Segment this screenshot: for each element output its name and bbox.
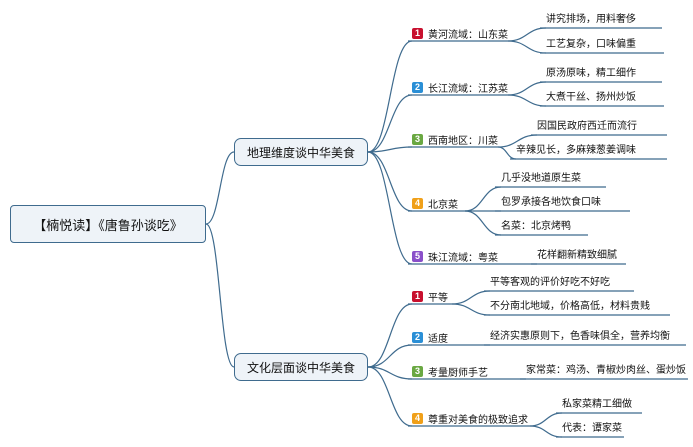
priority-1-icon: 1 xyxy=(412,290,423,302)
connector-line xyxy=(367,94,413,153)
leaf-beijing-2[interactable]: 包罗承接各地饮食口味 xyxy=(501,197,601,208)
topic-label: 珠江流域：粤菜 xyxy=(428,252,498,264)
branch-culture[interactable]: 文化层面谈中华美食 xyxy=(234,353,368,381)
priority-2-icon: 2 xyxy=(412,81,423,93)
priority-5-icon: 5 xyxy=(412,250,423,262)
topic-label: 西南地区：川菜 xyxy=(428,135,498,147)
topic-moderation[interactable]: 2 适度 xyxy=(412,329,448,345)
priority-3-icon: 3 xyxy=(412,133,423,145)
priority-3-icon: 3 xyxy=(412,365,423,377)
topic-label: 平等 xyxy=(428,292,448,304)
connector-line xyxy=(367,344,413,368)
root-node[interactable]: 【楠悦读】《唐鲁孙谈吃》 xyxy=(10,205,206,243)
connector-line xyxy=(367,303,413,368)
topic-label: 北京菜 xyxy=(428,199,458,211)
topic-label: 尊重对美食的极致追求 xyxy=(428,414,528,426)
connector-line xyxy=(367,151,413,212)
connector-line xyxy=(507,40,547,54)
topic-shandong[interactable]: 1 黄河流域：山东菜 xyxy=(412,25,508,41)
connector-line xyxy=(507,81,547,96)
connector-line xyxy=(205,151,235,225)
leaf-chef-skill-1[interactable]: 家常菜：鸡汤、青椒炒肉丝、蛋炒饭 xyxy=(526,365,686,376)
topic-label: 适度 xyxy=(428,333,448,345)
leaf-pursuit-1[interactable]: 私家菜精工细做 xyxy=(562,399,632,410)
connector-line xyxy=(367,146,413,153)
connector-line xyxy=(367,40,413,153)
connector-line xyxy=(507,27,547,42)
leaf-jiangsu-1[interactable]: 原汤原味，精工细作 xyxy=(546,68,636,79)
connector-line xyxy=(464,210,502,236)
connector-line xyxy=(367,366,413,380)
topic-label: 黄河流域：山东菜 xyxy=(428,29,508,41)
leaf-shandong-1[interactable]: 讲究排场，用料奢侈 xyxy=(546,14,636,25)
topic-label: 长江流域：江苏菜 xyxy=(428,83,508,95)
connector-line xyxy=(497,146,517,160)
connector-line xyxy=(205,223,235,368)
connector-line xyxy=(367,366,413,427)
leaf-equality-1[interactable]: 平等客观的评价好吃不好吃 xyxy=(490,277,610,288)
branch-geography[interactable]: 地理维度谈中华美食 xyxy=(234,138,368,166)
topic-jiangsu[interactable]: 2 长江流域：江苏菜 xyxy=(412,79,508,95)
topic-sichuan[interactable]: 3 西南地区：川菜 xyxy=(412,131,498,147)
connector-line xyxy=(529,412,563,427)
priority-4-icon: 4 xyxy=(412,197,423,209)
topic-chef-skill[interactable]: 3 考量厨师手艺 xyxy=(412,363,488,379)
connector-line xyxy=(529,425,563,438)
priority-4-icon: 4 xyxy=(412,412,423,424)
leaf-beijing-1[interactable]: 几乎没地道原生菜 xyxy=(501,173,581,184)
leaf-pursuit-2[interactable]: 代表：谭家菜 xyxy=(562,423,622,434)
connector-line xyxy=(451,303,491,316)
leaf-shandong-2[interactable]: 工艺复杂，口味偏重 xyxy=(546,39,636,50)
leaf-beijing-3[interactable]: 名菜：北京烤鸭 xyxy=(501,221,571,232)
priority-1-icon: 1 xyxy=(412,27,423,39)
topic-label: 考量厨师手艺 xyxy=(428,367,488,379)
connector-line xyxy=(367,151,413,265)
connector-line xyxy=(464,186,502,212)
leaf-jiangsu-2[interactable]: 大煮干丝、扬州炒饭 xyxy=(546,92,636,103)
leaf-equality-2[interactable]: 不分南北地域，价格高低，材料贵贱 xyxy=(490,301,650,312)
connector-line xyxy=(451,290,491,305)
leaf-sichuan-2[interactable]: 辛辣见长，多麻辣葱姜调味 xyxy=(516,145,636,156)
topic-equality[interactable]: 1 平等 xyxy=(412,288,448,304)
priority-2-icon: 2 xyxy=(412,331,423,343)
leaf-sichuan-1[interactable]: 因国民政府西迁而流行 xyxy=(537,121,637,132)
connector-line xyxy=(507,94,547,107)
topic-pursuit[interactable]: 4 尊重对美食的极致追求 xyxy=(412,410,528,426)
topic-beijing[interactable]: 4 北京菜 xyxy=(412,195,458,211)
topic-cantonese[interactable]: 5 珠江流域：粤菜 xyxy=(412,248,498,264)
leaf-cantonese-1[interactable]: 花样翻新精致细腻 xyxy=(537,250,617,261)
leaf-moderation-1[interactable]: 经济实惠原则下，色香味俱全，营养均衡 xyxy=(490,331,670,342)
